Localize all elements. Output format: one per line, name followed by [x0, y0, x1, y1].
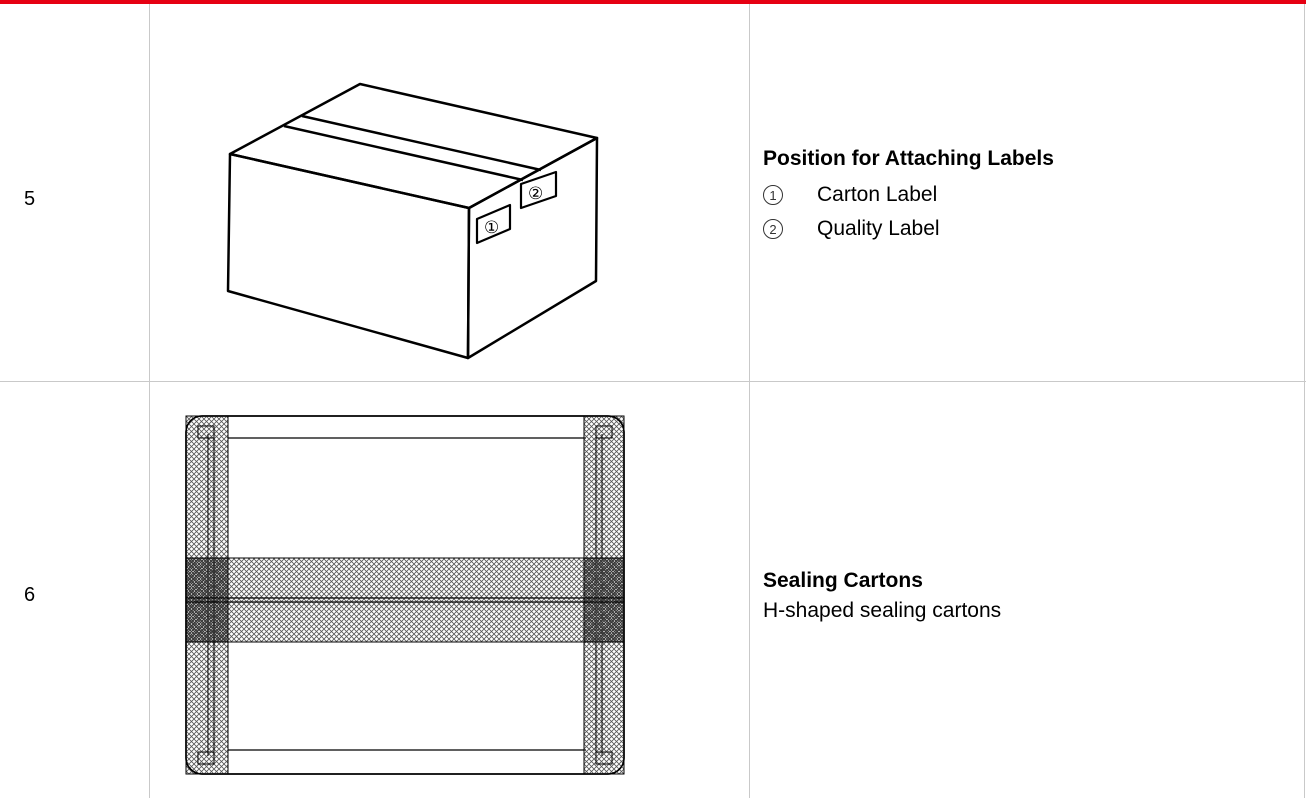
- sealed-carton-figure: [185, 415, 625, 775]
- sealing-description: Sealing Cartons H-shaped sealing cartons: [763, 568, 1001, 624]
- header-accent-bar: [0, 0, 1306, 4]
- labels-description: Position for Attaching Labels 1 Carton L…: [763, 146, 1054, 246]
- circled-number-icon: 2: [763, 219, 783, 239]
- row-number: 6: [24, 584, 36, 606]
- row-number: 5: [24, 188, 36, 210]
- list-item: 2 Quality Label: [763, 212, 1054, 246]
- column-divider-2: [749, 4, 750, 798]
- circled-number-icon: 1: [763, 185, 783, 205]
- list-item: 1 Carton Label: [763, 178, 1054, 212]
- carton-label-mark: ①: [484, 218, 499, 238]
- quality-label-mark: ②: [528, 184, 543, 204]
- table-right-border: [1304, 4, 1305, 798]
- list-item-label: Carton Label: [817, 183, 938, 206]
- carton-labels-figure: ① ②: [226, 82, 599, 360]
- packaging-table: 5 ① ② Position for Attaching Labels 1 Ca…: [0, 4, 1306, 798]
- section-title: Sealing Cartons: [763, 569, 923, 592]
- column-divider-1: [149, 4, 150, 798]
- section-title: Position for Attaching Labels: [763, 147, 1054, 170]
- section-text: H-shaped sealing cartons: [763, 599, 1002, 622]
- row-divider: [0, 381, 1306, 382]
- list-item-label: Quality Label: [817, 217, 940, 240]
